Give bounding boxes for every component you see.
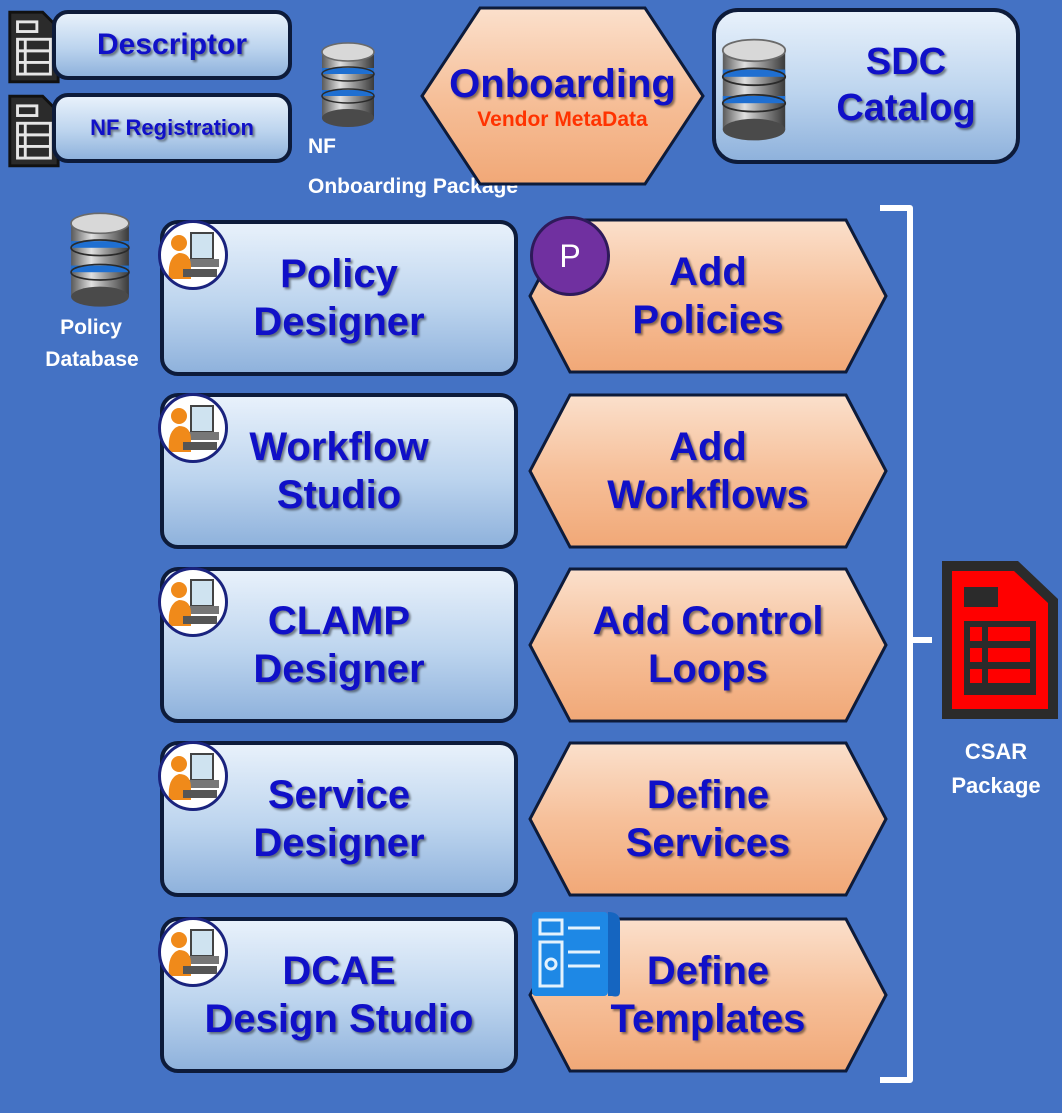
blueprint-icon bbox=[532, 912, 620, 997]
add-workflows-hexagon: Add Workflows bbox=[528, 393, 888, 549]
clamp-designer-line1: CLAMP bbox=[267, 599, 411, 643]
sdc-database-icon bbox=[718, 36, 790, 144]
descriptor-label: Descriptor bbox=[96, 28, 248, 61]
descriptor-box: Descriptor bbox=[52, 10, 292, 80]
database-icon bbox=[318, 40, 378, 130]
policy-database-icon bbox=[64, 210, 136, 310]
add-workflows-line1: Add bbox=[669, 425, 747, 469]
designer-person-icon bbox=[158, 741, 228, 811]
sdc-catalog-line1: SDC bbox=[865, 41, 947, 84]
csar-label-line2: Package bbox=[951, 773, 1041, 798]
p-badge: P bbox=[530, 216, 610, 296]
clamp-designer-line2: Designer bbox=[253, 647, 425, 691]
add-workflows-line2: Workflows bbox=[607, 473, 809, 517]
dcae-design-studio-line2: Design Studio bbox=[204, 997, 474, 1041]
p-badge-label: P bbox=[559, 237, 581, 274]
add-control-loops-line1: Add Control bbox=[592, 599, 824, 643]
define-templates-line1: Define bbox=[646, 949, 770, 993]
define-templates-line2: Templates bbox=[610, 997, 806, 1041]
add-control-loops-hexagon: Add Control Loops bbox=[528, 567, 888, 723]
onboarding-hexagon-shape bbox=[420, 6, 705, 186]
service-designer-line2: Designer bbox=[253, 821, 425, 865]
nf-registration-box: NF Registration bbox=[52, 93, 292, 163]
policy-database-line1: Policy bbox=[60, 316, 122, 339]
designer-person-icon bbox=[158, 567, 228, 637]
onboarding-hexagon: Onboarding Vendor MetaData bbox=[420, 6, 705, 186]
service-designer-line1: Service bbox=[267, 773, 411, 817]
dcae-design-studio-line1: DCAE bbox=[282, 949, 396, 993]
nf-registration-label: NF Registration bbox=[90, 114, 254, 140]
csar-doc-icon bbox=[942, 561, 1058, 719]
add-policies-line1: Add bbox=[669, 250, 747, 294]
nf-package-label-line2: Onboarding Package bbox=[308, 175, 519, 198]
right-bracket bbox=[880, 205, 932, 1083]
nf-package-label-line1: NF bbox=[308, 135, 336, 158]
onboarding-title: Onboarding bbox=[449, 62, 676, 106]
workflow-studio-line1: Workflow bbox=[249, 425, 429, 469]
designer-person-icon bbox=[158, 393, 228, 463]
add-control-loops-line2: Loops bbox=[648, 647, 768, 691]
policy-designer-line2: Designer bbox=[253, 300, 425, 344]
onboarding-subtitle: Vendor MetaData bbox=[477, 108, 648, 131]
policy-database-line2: Database bbox=[45, 348, 139, 371]
designer-person-icon bbox=[158, 220, 228, 290]
sdc-catalog-line2: Catalog bbox=[836, 87, 976, 129]
add-policies-line2: Policies bbox=[632, 298, 784, 342]
csar-label-line1: CSAR bbox=[964, 739, 1028, 764]
designer-person-icon bbox=[158, 917, 228, 987]
workflow-studio-line2: Studio bbox=[276, 473, 402, 517]
add-policies-hexagon: Add Policies bbox=[528, 218, 888, 374]
define-services-hexagon: Define Services bbox=[528, 741, 888, 897]
define-services-line2: Services bbox=[625, 821, 791, 865]
define-services-line1: Define bbox=[646, 773, 770, 817]
policy-designer-line1: Policy bbox=[280, 252, 398, 296]
